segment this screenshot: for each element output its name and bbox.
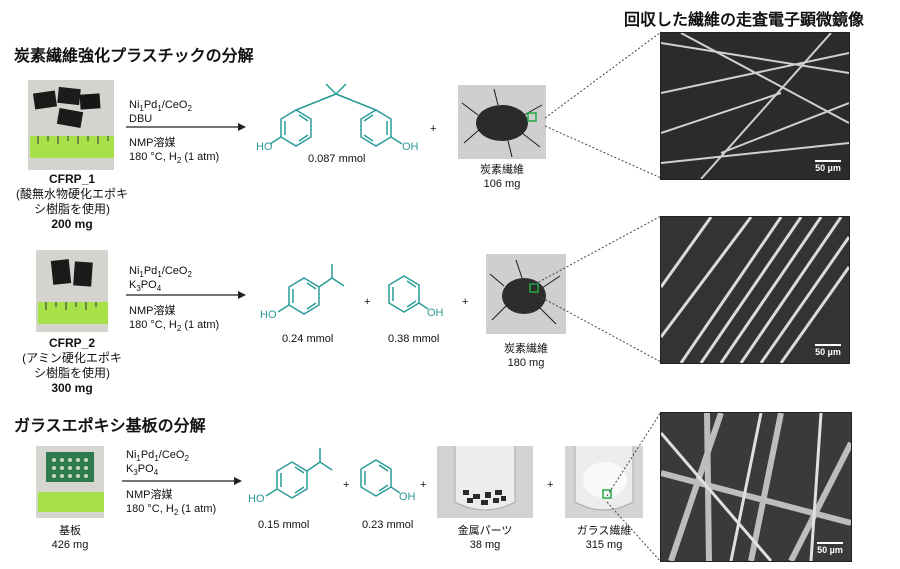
cfrp2-mass: 300 mg	[51, 381, 93, 395]
plus-sign: +	[343, 479, 350, 491]
glass-fiber-label: ガラス繊維 315 mg	[554, 524, 654, 552]
cfrp2-sample-photo	[36, 250, 108, 332]
glass-inset-box	[602, 489, 612, 499]
cfrp2-conditions: 180 °C, H2 (1 atm)	[129, 319, 220, 334]
ipp1-ho-label: HO	[260, 309, 277, 321]
board-product2-amount: 0.23 mmol	[362, 519, 414, 531]
cfrp1-solvent: NMP溶媒	[129, 137, 176, 149]
board-conditions: 180 °C, H2 (1 atm)	[126, 503, 217, 518]
cfrp1-scale-bar: 50 µm	[815, 160, 841, 173]
cfrp1-desc-2: シ樹脂を使用)	[34, 202, 110, 216]
phenol2-oh-label: OH	[399, 491, 416, 503]
cfrp1-desc-1: (酸無水物硬化エポキ	[16, 187, 128, 201]
glass-sem-image: 50 µm	[660, 412, 852, 562]
bpa-oh-label: OH	[402, 141, 419, 153]
glass-fiber-photo	[565, 446, 643, 518]
cfrp1-fiber-mass: 106 mg	[483, 178, 521, 190]
cfrp1-inset-box	[527, 112, 537, 122]
board-sample-photo	[36, 446, 104, 518]
board-reaction-arrow	[122, 477, 242, 485]
cfrp2-zoom-lines	[535, 215, 662, 363]
cfrp2-fiber-name: 炭素繊維	[504, 343, 548, 355]
cfrp2-reagent-base: K3PO4	[129, 279, 162, 294]
cfrp2-reaction-arrow	[126, 291, 246, 299]
bpa-ho-label: HO	[256, 141, 273, 153]
cfrp2-product1-amount: 0.24 mmol	[282, 333, 334, 345]
cfrp1-mass: 200 mg	[51, 217, 93, 231]
cfrp1-reagent-catalyst: Ni1Pd1/CeO2	[129, 99, 192, 114]
cfrp2-solvent: NMP溶媒	[129, 305, 176, 317]
board-mass: 426 mg	[51, 539, 89, 551]
cfrp2-name: CFRP_2	[48, 336, 95, 350]
metal-parts-label: 金属パーツ 38 mg	[435, 524, 535, 552]
board-name: 基板	[59, 525, 81, 537]
cfrp1-product1-amount: 0.087 mmol	[308, 153, 366, 165]
cfrp1-sem-image: 50 µm	[660, 32, 850, 180]
metal-parts-photo	[437, 446, 533, 518]
plus-sign: +	[364, 296, 371, 308]
glass-scale-bar: 50 µm	[817, 542, 843, 555]
cfrp2-scale-bar: 50 µm	[815, 344, 841, 357]
metal-parts-name: 金属パーツ	[457, 525, 513, 537]
glass-zoom-lines	[606, 411, 662, 563]
board-solvent: NMP溶媒	[126, 489, 173, 501]
cfrp2-desc-1: (アミン硬化エポキ	[22, 351, 122, 365]
cfrp2-fiber-label: 炭素繊維 180 mg	[476, 342, 576, 370]
board-reagent-base: K3PO4	[126, 463, 159, 478]
section-title-cfrp: 炭素繊維強化プラスチックの分解	[14, 48, 254, 65]
cfrp1-conditions: 180 °C, H2 (1 atm)	[129, 151, 220, 166]
cfrp2-desc-2: シ樹脂を使用)	[34, 366, 110, 380]
plus-sign: +	[420, 479, 427, 491]
sem-header: 回収した繊維の走査電子顕微鏡像	[624, 12, 865, 29]
cfrp1-name: CFRP_1	[48, 172, 95, 186]
cfrp1-sample-photo	[28, 80, 114, 170]
cfrp2-sem-image: 50 µm	[660, 216, 850, 364]
cfrp1-zoom-lines	[545, 31, 662, 179]
phenol-structure-1: OH	[388, 275, 444, 319]
cfrp2-fiber-mass: 180 mg	[507, 357, 545, 369]
board-product1-amount: 0.15 mmol	[258, 519, 310, 531]
board-sample-label: 基板 426 mg	[20, 524, 120, 552]
glass-fiber-name: ガラス繊維	[576, 525, 632, 537]
board-reagent-catalyst: Ni1Pd1/CeO2	[126, 449, 189, 464]
cfrp1-reagent-base: DBU	[129, 113, 153, 125]
glass-fiber-mass: 315 mg	[585, 539, 623, 551]
cfrp2-reagent-catalyst: Ni1Pd1/CeO2	[129, 265, 192, 280]
cfrp1-fiber-label: 炭素繊維 106 mg	[452, 163, 552, 191]
plus-sign: +	[547, 479, 554, 491]
bisphenol-a-structure: HO OH	[256, 83, 419, 153]
cfrp2-product2-amount: 0.38 mmol	[388, 333, 440, 345]
ipp2-ho-label: HO	[248, 493, 265, 505]
plus-sign: +	[462, 296, 469, 308]
cfrp2-inset-box	[529, 283, 539, 293]
phenol-structure-2: OH	[360, 459, 416, 503]
section-title-glass-epoxy: ガラスエポキシ基板の分解	[14, 418, 206, 435]
cfrp1-sample-label: CFRP_1 (酸無水物硬化エポキ シ樹脂を使用) 200 mg	[0, 172, 144, 232]
cfrp1-reaction-arrow	[126, 123, 246, 131]
isopropylphenol-structure-2: HO	[248, 448, 333, 505]
cfrp1-fiber-name: 炭素繊維	[480, 164, 524, 176]
cfrp2-carbon-fiber-photo	[486, 254, 566, 334]
cfrp1-carbon-fiber-photo	[458, 85, 546, 159]
plus-sign: +	[430, 123, 437, 135]
phenol1-oh-label: OH	[427, 307, 444, 319]
isopropylphenol-structure-1: HO	[260, 264, 345, 321]
cfrp2-sample-label: CFRP_2 (アミン硬化エポキ シ樹脂を使用) 300 mg	[0, 336, 144, 396]
metal-parts-mass: 38 mg	[469, 539, 501, 551]
